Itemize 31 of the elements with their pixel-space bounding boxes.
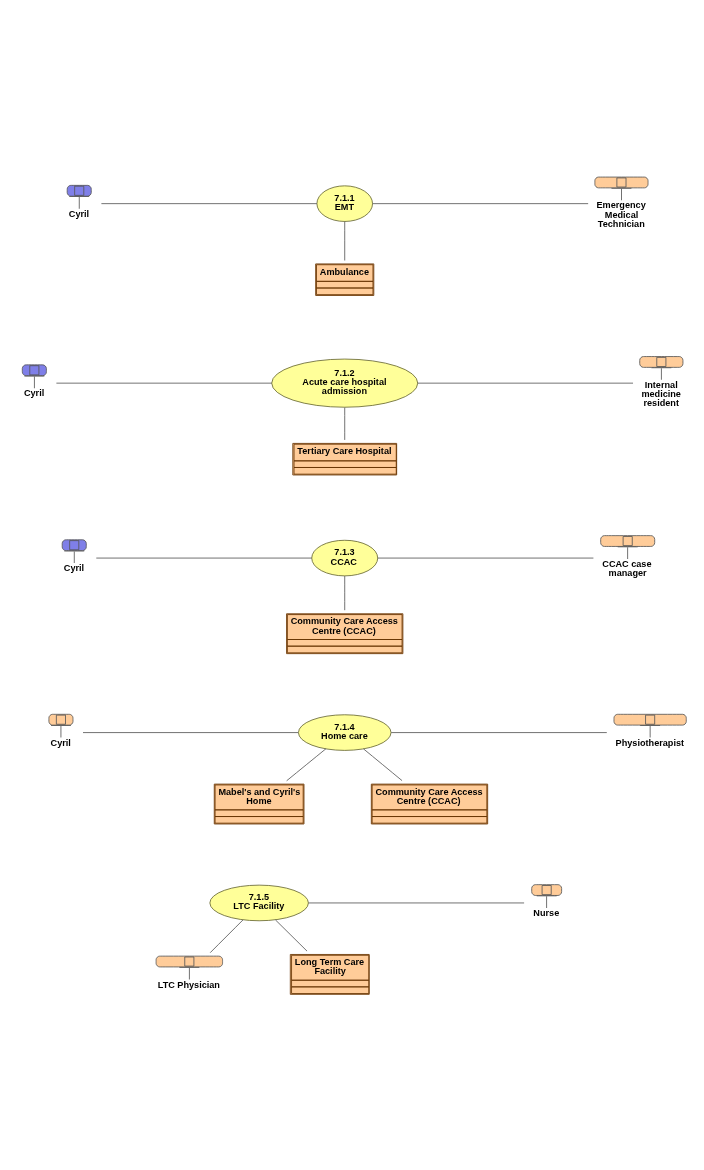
node-ellipse: 7.1.4 Home care bbox=[298, 713, 392, 751]
node-label: Physiotherapist bbox=[615, 737, 685, 748]
connector bbox=[417, 382, 634, 384]
connector bbox=[286, 747, 327, 781]
node-label: Internal medicine resident bbox=[641, 379, 681, 408]
connector bbox=[344, 575, 346, 611]
connector bbox=[101, 202, 318, 204]
node-label: Emergency Medical Technician bbox=[596, 199, 646, 229]
node-label: Cyril bbox=[50, 737, 71, 748]
connector bbox=[308, 902, 525, 903]
connector bbox=[344, 406, 346, 440]
node-label: Cyril bbox=[63, 562, 85, 573]
connector bbox=[390, 731, 608, 733]
node-label: Nurse bbox=[533, 907, 560, 918]
node-ellipse: 7.1.3 CCAC bbox=[311, 539, 379, 576]
connector bbox=[275, 919, 308, 952]
node-ellipse: 7.1.5 LTC Facility bbox=[209, 884, 309, 921]
node-label: LTC Physician bbox=[157, 979, 220, 990]
node-ellipse: 7.1.2 Acute care hospital admission bbox=[271, 358, 419, 408]
connector bbox=[209, 919, 244, 953]
connector bbox=[82, 731, 299, 733]
node-label: Cyril bbox=[23, 387, 45, 398]
connector bbox=[372, 202, 589, 204]
connector bbox=[95, 557, 313, 558]
connector bbox=[363, 748, 403, 781]
node-label: CCAC case manager bbox=[602, 558, 652, 578]
connector bbox=[344, 220, 346, 261]
connector bbox=[56, 382, 273, 384]
node-label: Cyril bbox=[68, 208, 90, 219]
connector bbox=[377, 557, 594, 558]
node-ellipse: 7.1.1 EMT bbox=[316, 184, 373, 222]
